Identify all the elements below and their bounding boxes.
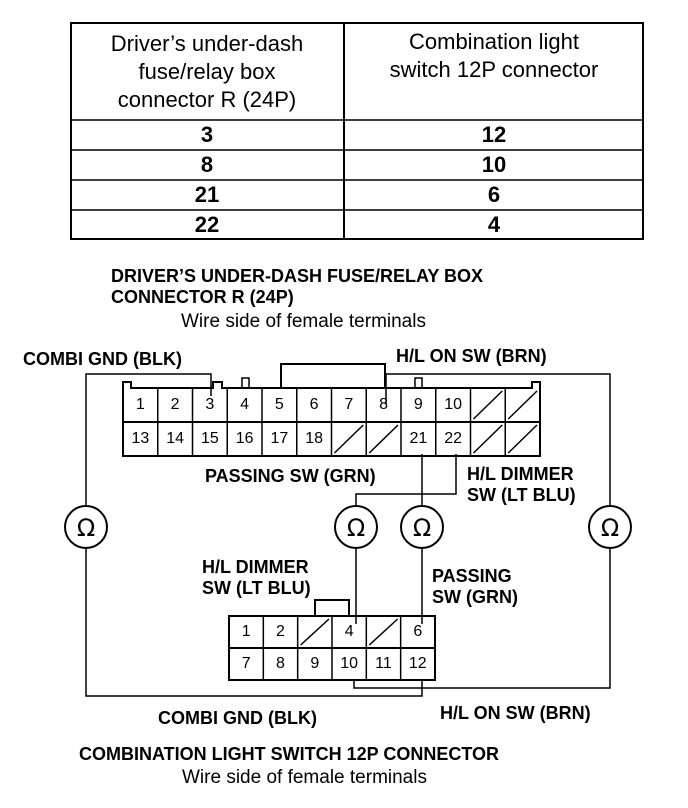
fuse-box-connector-title-line2: CONNECTOR R (24P) <box>111 287 294 307</box>
pin-number: 5 <box>274 396 284 413</box>
pin-number: 7 <box>241 655 251 672</box>
switch-connector-title: COMBINATION LIGHT SWITCH 12P CONNECTOR <box>79 744 500 764</box>
pin-number: 11 <box>375 655 392 672</box>
pin-number: 6 <box>413 623 423 640</box>
hl-on-sw-label-bottom: H/L ON SW (BRN) <box>440 703 591 723</box>
pin-number: 16 <box>235 430 254 447</box>
fuse-box-connector-subtitle: Wire side of female terminals <box>181 311 426 332</box>
pin-number: 14 <box>166 430 185 447</box>
empty-cavity-slash <box>507 390 538 420</box>
pin-number: 6 <box>309 396 319 413</box>
passing-sw-label-top: PASSING SW (GRN) <box>205 466 376 486</box>
fuse-box-connector-empty-cavities <box>333 390 538 454</box>
hl-dimmer-label-left-line2: SW (LT BLU) <box>202 578 311 598</box>
table-grid <box>70 22 644 240</box>
empty-cavity-slash <box>300 618 330 646</box>
empty-cavity-slash <box>472 424 503 454</box>
ohm-symbol: Ω <box>413 514 431 542</box>
empty-cavity-slash <box>333 424 364 454</box>
ohm-symbol: Ω <box>601 514 619 542</box>
combi-gnd-label-bottom: COMBI GND (BLK) <box>158 708 317 728</box>
table-cell: 10 <box>481 152 507 177</box>
ohm-symbol: Ω <box>77 514 95 542</box>
pin-number: 2 <box>170 396 180 413</box>
table-header-switch: Combination light switch 12P connector <box>389 29 599 82</box>
table-cell: 6 <box>487 182 501 207</box>
ohm-symbol: Ω <box>347 514 365 542</box>
switch-connector-empty-cavities <box>300 618 399 646</box>
pin-number: 8 <box>276 655 285 672</box>
pin-number: 22 <box>444 430 463 447</box>
switch-connector-subtitle: Wire side of female terminals <box>182 767 427 788</box>
hl-dimmer-label-right-line2: SW (LT BLU) <box>467 485 576 505</box>
table-header-fuse-box: Driver’s under-dash fuse/relay box conne… <box>110 31 304 112</box>
pin-number: 9 <box>413 396 423 413</box>
pin-number: 3 <box>205 396 215 413</box>
ohmmeter-center-left <box>334 505 378 549</box>
ohmmeter-left <box>64 505 108 549</box>
table-cell: 22 <box>194 212 220 237</box>
pin-number: 15 <box>200 430 219 447</box>
pin-correspondence-table: Driver’s under-dash fuse/relay box conne… <box>70 22 644 240</box>
fuse-box-connector-title-line1: DRIVER’S UNDER-DASH FUSE/RELAY BOX <box>111 266 484 286</box>
pin-number: 18 <box>305 430 324 447</box>
table-cell: 8 <box>200 152 214 177</box>
pin-number: 4 <box>240 396 250 413</box>
empty-cavity-slash <box>368 618 399 646</box>
pin-number: 9 <box>310 655 320 672</box>
pin-number: 1 <box>241 623 251 640</box>
passing-sw-label-bottom-line1: PASSING <box>432 566 512 586</box>
pin-number: 17 <box>270 430 289 447</box>
pin-number: 12 <box>408 655 427 672</box>
pin-number: 21 <box>409 430 428 447</box>
table-cell: 12 <box>481 122 507 147</box>
empty-cavity-slash <box>507 424 538 454</box>
pin-number: 10 <box>340 655 359 672</box>
passing-sw-label-bottom-line2: SW (GRN) <box>432 587 518 607</box>
pin-number: 13 <box>131 430 150 447</box>
fuse-box-connector-dividers <box>157 388 506 456</box>
empty-cavity-slash <box>472 390 503 420</box>
pin-number: 7 <box>344 396 354 413</box>
ohm-symbols: Ω Ω Ω Ω <box>77 514 619 542</box>
table-cell: 4 <box>487 212 501 237</box>
pin-number: 10 <box>444 396 463 413</box>
pin-number: 8 <box>379 396 389 413</box>
hl-dimmer-label-left-line1: H/L DIMMER <box>202 557 309 577</box>
pin-number: 1 <box>135 396 145 413</box>
table-cell: 3 <box>200 122 214 147</box>
hl-on-sw-label-top: H/L ON SW (BRN) <box>396 346 547 366</box>
pin-number: 2 <box>276 623 285 640</box>
switch-connector-dividers <box>262 616 402 680</box>
ohmmeter-circles <box>64 505 632 549</box>
pin-number: 4 <box>344 623 354 640</box>
table-cell: 21 <box>194 182 220 207</box>
test-wires <box>85 373 611 697</box>
hl-dimmer-label-right-line1: H/L DIMMER <box>467 464 574 484</box>
empty-cavity-slash <box>368 424 399 454</box>
ohmmeter-right <box>588 505 632 549</box>
combi-gnd-label-top: COMBI GND (BLK) <box>23 349 182 369</box>
ohmmeter-center-right <box>400 505 444 549</box>
